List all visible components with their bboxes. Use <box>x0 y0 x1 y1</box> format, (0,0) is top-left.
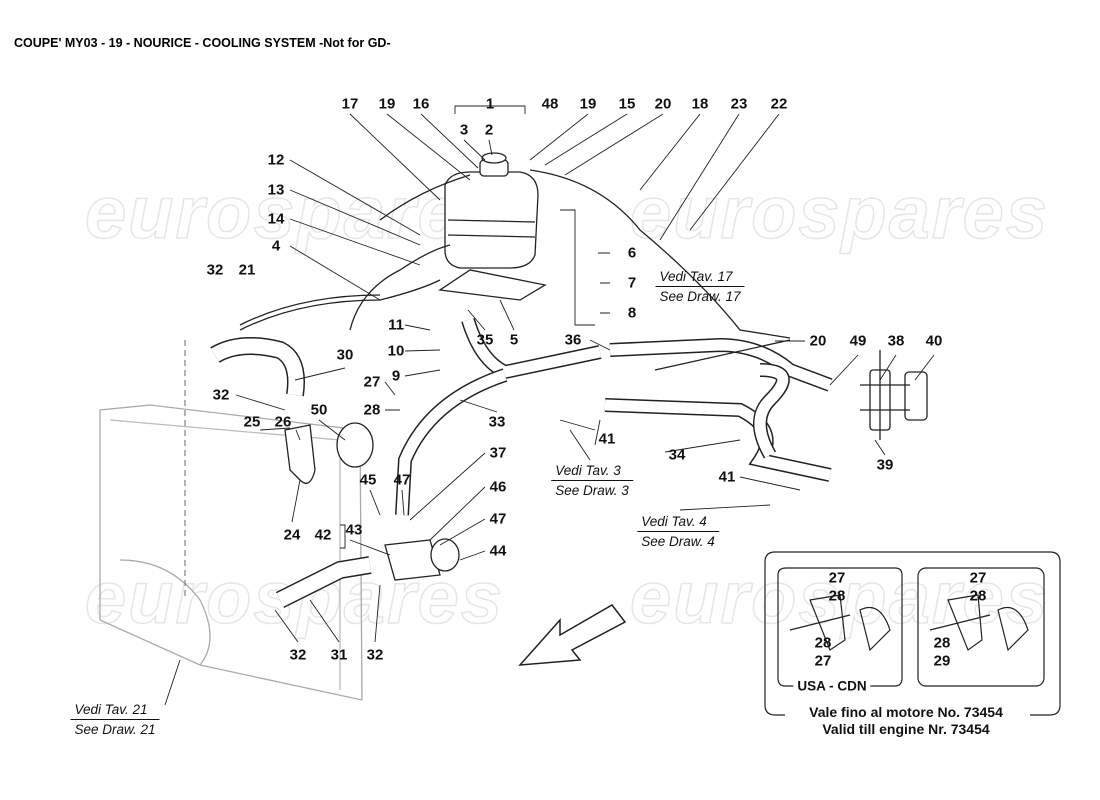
inset-label: 28 <box>828 587 846 605</box>
part-number-label[interactable]: 20 <box>809 332 827 350</box>
part-number-label[interactable]: 46 <box>489 478 507 496</box>
part-number-label[interactable]: 27 <box>363 373 381 391</box>
part-number-label[interactable]: 17 <box>341 95 359 113</box>
part-number-label[interactable]: 21 <box>238 261 256 279</box>
part-number-label[interactable]: 37 <box>489 444 507 462</box>
part-number-label[interactable]: 28 <box>363 401 381 419</box>
part-number-label[interactable]: 11 <box>388 316 404 334</box>
part-number-label[interactable]: 19 <box>378 95 396 113</box>
hoses <box>210 169 928 609</box>
part-number-label[interactable]: 40 <box>925 332 943 350</box>
part-number-label[interactable]: 49 <box>849 332 867 350</box>
part-number-label[interactable]: 14 <box>267 210 285 228</box>
part-number-label[interactable]: 20 <box>654 95 672 113</box>
thermostat-housing <box>284 422 460 581</box>
part-number-label[interactable]: 30 <box>336 346 354 364</box>
page-title: COUPE' MY03 - 19 - NOURICE - COOLING SYS… <box>14 36 391 50</box>
part-number-label[interactable]: 43 <box>345 521 363 539</box>
part-number-label[interactable]: 10 <box>387 342 405 360</box>
inset-note-english: Valid till engine Nr. 73454 <box>818 721 994 737</box>
part-number-label[interactable]: 8 <box>627 304 637 322</box>
part-number-label[interactable]: 42 <box>314 526 332 544</box>
part-number-label[interactable]: 32 <box>206 261 224 279</box>
part-number-label[interactable]: 12 <box>267 151 285 169</box>
part-number-label[interactable]: 1 <box>485 95 495 113</box>
part-number-label[interactable]: 50 <box>310 401 328 419</box>
part-number-label[interactable]: 45 <box>359 471 377 489</box>
inset-label: 28 <box>814 634 832 652</box>
part-number-label[interactable]: 38 <box>887 332 905 350</box>
inset-label: 27 <box>969 569 987 587</box>
expansion-tank <box>438 152 547 301</box>
part-number-label[interactable]: 39 <box>876 456 894 474</box>
part-number-label[interactable]: 34 <box>668 446 686 464</box>
part-number-label[interactable]: 9 <box>391 367 401 385</box>
part-number-label[interactable]: 16 <box>412 95 430 113</box>
watermark: eurospares <box>84 170 504 255</box>
part-number-label[interactable]: 22 <box>770 95 788 113</box>
part-number-label[interactable]: 4 <box>271 237 281 255</box>
inset-label: 28 <box>933 634 951 652</box>
inset-caption-usa-cdn: USA - CDN <box>793 678 871 694</box>
radiator <box>99 340 363 701</box>
inset-note-italian: Vale fino al motore No. 73454 <box>805 704 1007 720</box>
part-number-label[interactable]: 33 <box>488 413 506 431</box>
part-number-label[interactable]: 13 <box>267 181 285 199</box>
inset-label: 27 <box>828 569 846 587</box>
inset-frame <box>764 551 1061 716</box>
part-number-label[interactable]: 36 <box>564 331 582 349</box>
part-number-label[interactable]: 7 <box>627 274 637 292</box>
leader-lines <box>164 105 935 706</box>
part-number-label[interactable]: 32 <box>212 386 230 404</box>
part-number-label[interactable]: 6 <box>627 244 637 262</box>
direction-arrow <box>518 604 627 666</box>
part-number-label[interactable]: 41 <box>718 468 736 486</box>
part-number-label[interactable]: 24 <box>283 526 301 544</box>
part-number-label[interactable]: 41 <box>598 430 616 448</box>
part-number-label[interactable]: 2 <box>484 121 494 139</box>
part-number-label[interactable]: 35 <box>476 331 494 349</box>
part-number-label[interactable]: 47 <box>489 510 507 528</box>
part-number-label[interactable]: 47 <box>393 471 411 489</box>
part-number-label[interactable]: 3 <box>459 121 469 139</box>
inset-label: 29 <box>933 652 951 670</box>
part-number-label[interactable]: 5 <box>509 331 519 349</box>
watermark: eurospares <box>629 170 1049 255</box>
part-number-label[interactable]: 18 <box>691 95 709 113</box>
part-number-label[interactable]: 32 <box>366 646 384 664</box>
inset-label: 28 <box>969 587 987 605</box>
part-number-label[interactable]: 23 <box>730 95 748 113</box>
part-number-label[interactable]: 44 <box>489 542 507 560</box>
part-number-label[interactable]: 19 <box>579 95 597 113</box>
part-number-label[interactable]: 15 <box>618 95 636 113</box>
part-number-label[interactable]: 25 <box>243 413 261 431</box>
part-number-label[interactable]: 32 <box>289 646 307 664</box>
part-number-label[interactable]: 48 <box>541 95 559 113</box>
inset-label: 27 <box>814 652 832 670</box>
part-number-label[interactable]: 31 <box>330 646 348 664</box>
part-number-label[interactable]: 26 <box>274 413 292 431</box>
